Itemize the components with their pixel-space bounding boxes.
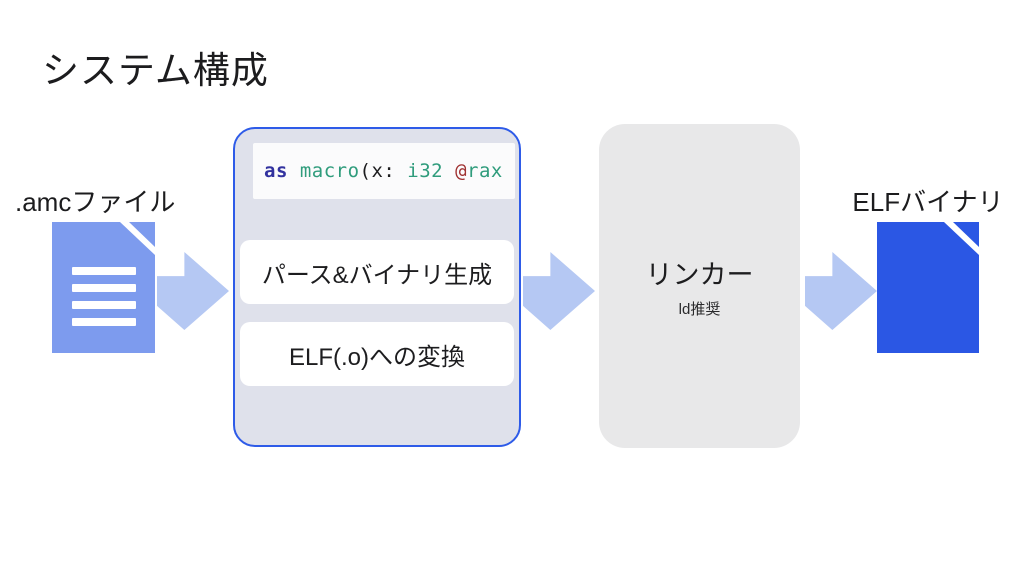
right-arrow-icon (523, 252, 595, 330)
document-with-lines-icon (52, 222, 155, 353)
code-keyword: as (264, 160, 288, 182)
linker-sublabel: ld推奨 (678, 301, 721, 318)
code-snippet-box: as macro(x: i32 @rax (253, 143, 515, 199)
right-arrow-icon (157, 252, 229, 330)
step-parse-binary: パース&バイナリ生成 (240, 240, 514, 304)
document-fold-corner (129, 222, 155, 247)
code-punctuation: (x: (359, 160, 408, 182)
output-file-label: ELFバイナリ (852, 187, 1004, 217)
document-icon (877, 222, 979, 353)
document-body (877, 222, 979, 353)
assembler-box: as macro(x: i32 @rax パース&バイナリ生成 ELF(.o)へ… (233, 127, 521, 447)
code-type: i32 (407, 160, 456, 182)
linker-box: リンカー ld推奨 (599, 124, 800, 448)
code-register: rax (467, 160, 503, 182)
linker-label: リンカー (645, 260, 754, 290)
code-at-symbol: @ (455, 160, 468, 182)
document-fold-corner (953, 222, 979, 247)
right-arrow-icon (805, 252, 877, 330)
page-title: システム構成 (42, 50, 269, 91)
document-text-lines (72, 267, 136, 326)
code-function: macro (287, 160, 360, 182)
step-elf-conversion: ELF(.o)への変換 (240, 322, 514, 386)
input-file-label: .amcファイル (15, 187, 176, 217)
